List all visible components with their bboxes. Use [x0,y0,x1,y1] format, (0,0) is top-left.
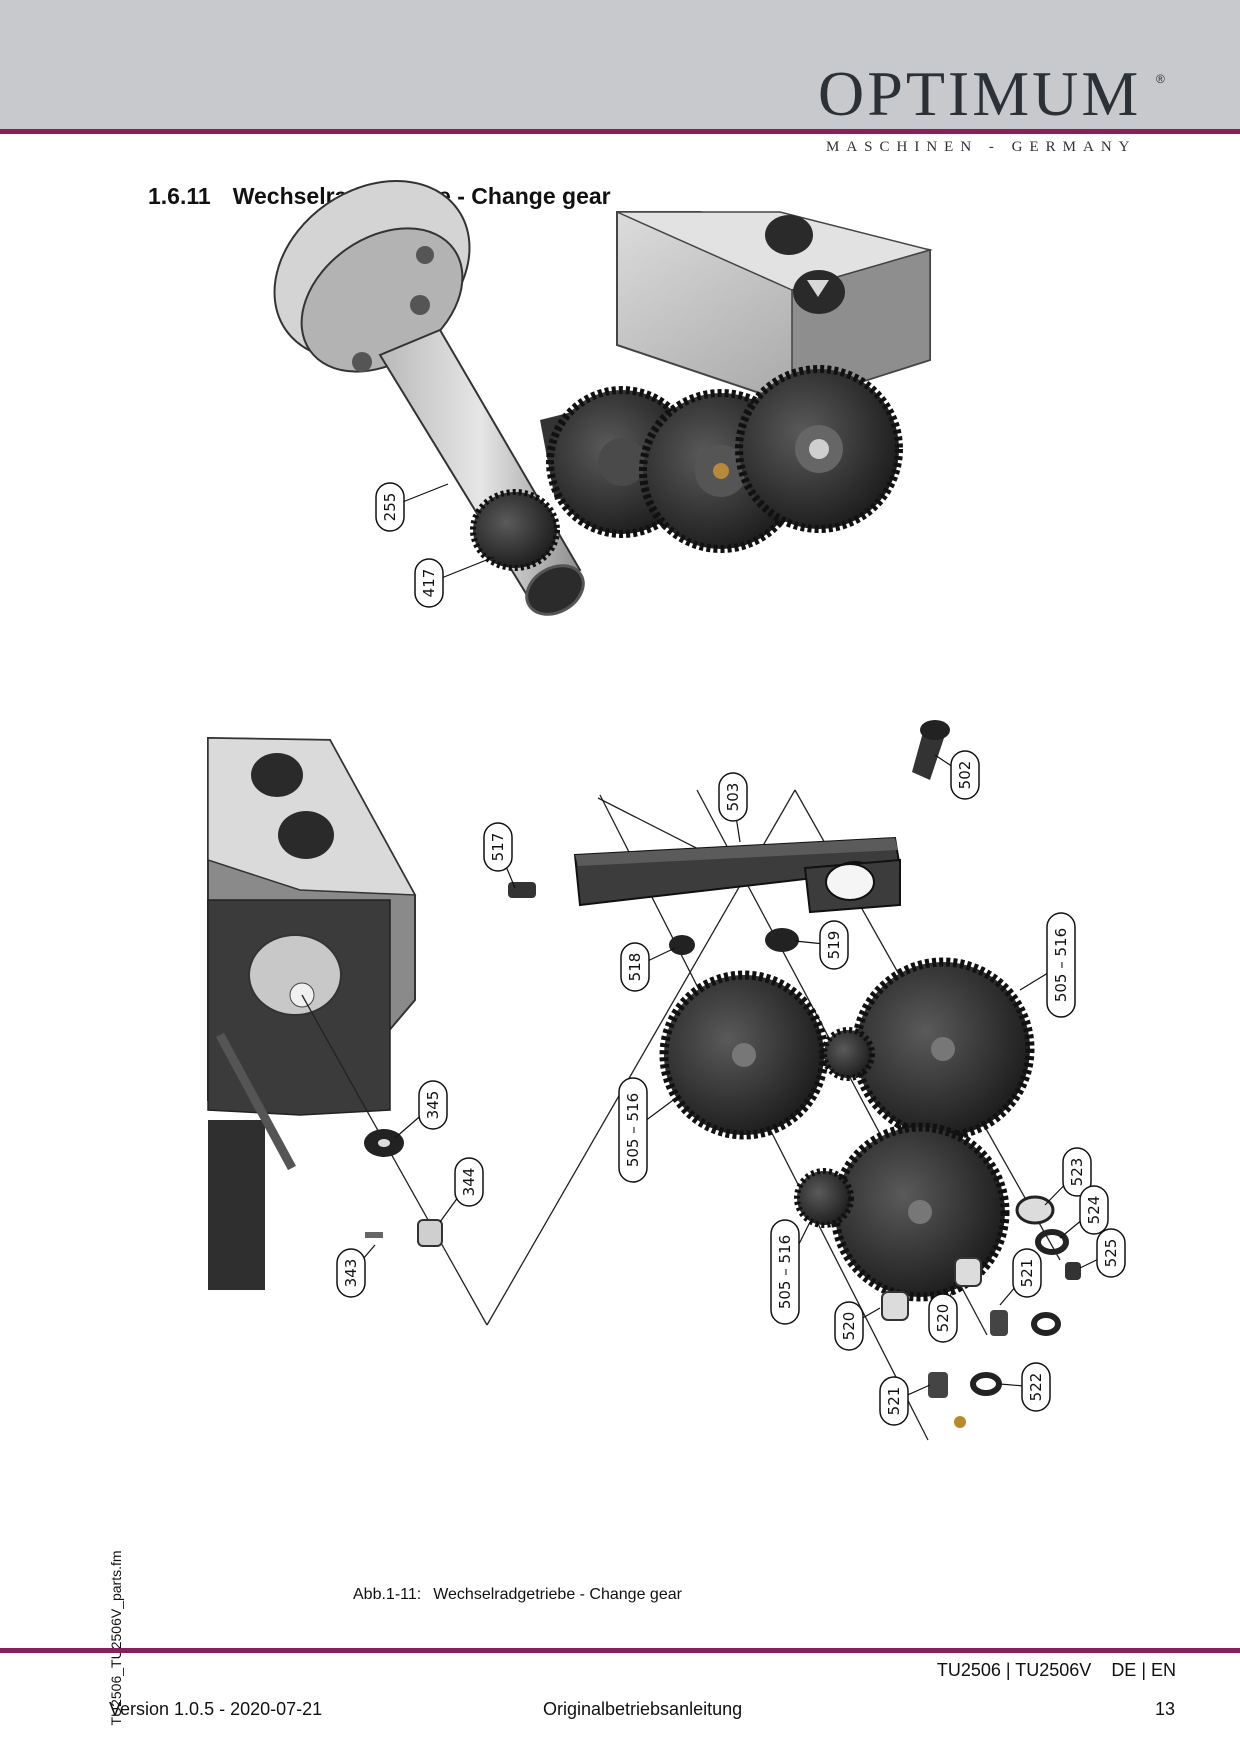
callout-3: 503 [718,772,748,843]
section-number: 1.6.11 [148,183,211,209]
logo-wordmark: OPTIMUM [818,58,1142,129]
callout-1: 417 [414,556,495,608]
callout-14: 524 [1059,1185,1109,1239]
callout-7: 505 – 516 [1019,912,1076,1018]
callout-number: 525 [1102,1239,1120,1268]
callout-number: 523 [1068,1158,1086,1187]
callout-5: 518 [620,942,676,992]
header-rule [0,129,1240,134]
figure-caption: Abb.1-11: Wechselradgetriebe - Change gea… [353,1586,682,1604]
callout-bubble [879,1376,909,1426]
callout-0: 255 [375,482,449,532]
callout-bubble [454,1157,484,1207]
callout-number: 345 [424,1091,442,1120]
callout-20: 522 [999,1362,1051,1412]
callout-15: 525 [1079,1228,1126,1278]
callout-19: 521 [879,1376,931,1426]
callout-9: 344 [439,1157,484,1223]
footer-manual-title: Originalbetriebsanleitung [543,1699,743,1719]
callout-number: 343 [342,1259,360,1288]
callout-bubble [718,772,748,822]
callout-bubble [928,1293,958,1343]
callout-bubble [414,558,444,608]
callout-4: 517 [483,822,516,889]
callout-number: 520 [934,1304,952,1333]
callout-number: 417 [420,569,438,598]
callout-12: 505 – 516 [770,1219,811,1325]
callout-11: 505 – 516 [618,1077,681,1183]
callout-17: 520 [834,1301,881,1351]
callout-18: 520 [928,1281,958,1343]
callout-number: 521 [1018,1259,1036,1288]
callout-bubble [834,1301,864,1351]
callout-bubble [950,750,980,800]
caption-label: Abb.1-11: [353,1586,422,1603]
callout-bubble [483,822,513,872]
callout-10: 343 [336,1244,376,1298]
callout-16: 521 [999,1248,1042,1306]
callout-number: 524 [1085,1196,1103,1225]
callout-13: 523 [1044,1147,1092,1206]
footer-model: TU2506 | TU2506V DE | EN [937,1660,1176,1681]
caption-text: Wechselradgetriebe - Change gear [433,1586,682,1603]
callout-6: 519 [794,920,849,970]
logo-tagline: MASCHINEN - GERMANY [826,139,1137,155]
callout-number: 517 [489,833,507,862]
footer-page-number: 13 [1154,1699,1175,1719]
callout-bubble [375,482,405,532]
callout-labels: 255 417 502 503 517 518 519 505 – 516 345 344 343 5… [336,482,1126,1426]
callout-number: 505 – 516 [1052,928,1070,1002]
callout-bubble [1096,1228,1126,1278]
callout-number: 521 [885,1387,903,1416]
header-band [0,0,1240,131]
callout-bubble [1079,1185,1109,1235]
logo-registered-mark: ® [1156,72,1165,86]
callout-number: 505 – 516 [776,1235,794,1309]
callout-2: 502 [934,750,980,800]
callout-bubble [770,1219,800,1325]
callout-number: 503 [724,783,742,812]
callout-number: 344 [460,1168,478,1197]
callout-bubble [1012,1248,1042,1298]
callout-number: 255 [381,493,399,522]
callout-bubble [819,920,849,970]
callout-number: 505 – 516 [624,1093,642,1167]
callout-8: 345 [394,1080,448,1139]
callout-bubble [618,1077,648,1183]
footer-model-number: TU2506 | TU2506V [936,1660,1092,1680]
callout-number: 502 [956,761,974,790]
callout-number: 520 [840,1312,858,1341]
footer-version: Version 1.0.5 - 2020-07-21 [109,1699,323,1719]
callout-bubble [620,942,650,992]
footer-language: DE | EN [1111,1660,1176,1680]
callout-bubble [336,1248,366,1298]
footer-rule [0,1648,1240,1653]
callout-bubble [1046,912,1076,1018]
callout-bubble [1021,1362,1051,1412]
callout-number: 519 [825,931,843,960]
callout-bubble [418,1080,448,1130]
callout-number: 518 [626,953,644,982]
upper-assembly-view [205,179,935,630]
callout-number: 522 [1027,1373,1045,1402]
callout-bubble [1062,1147,1092,1197]
